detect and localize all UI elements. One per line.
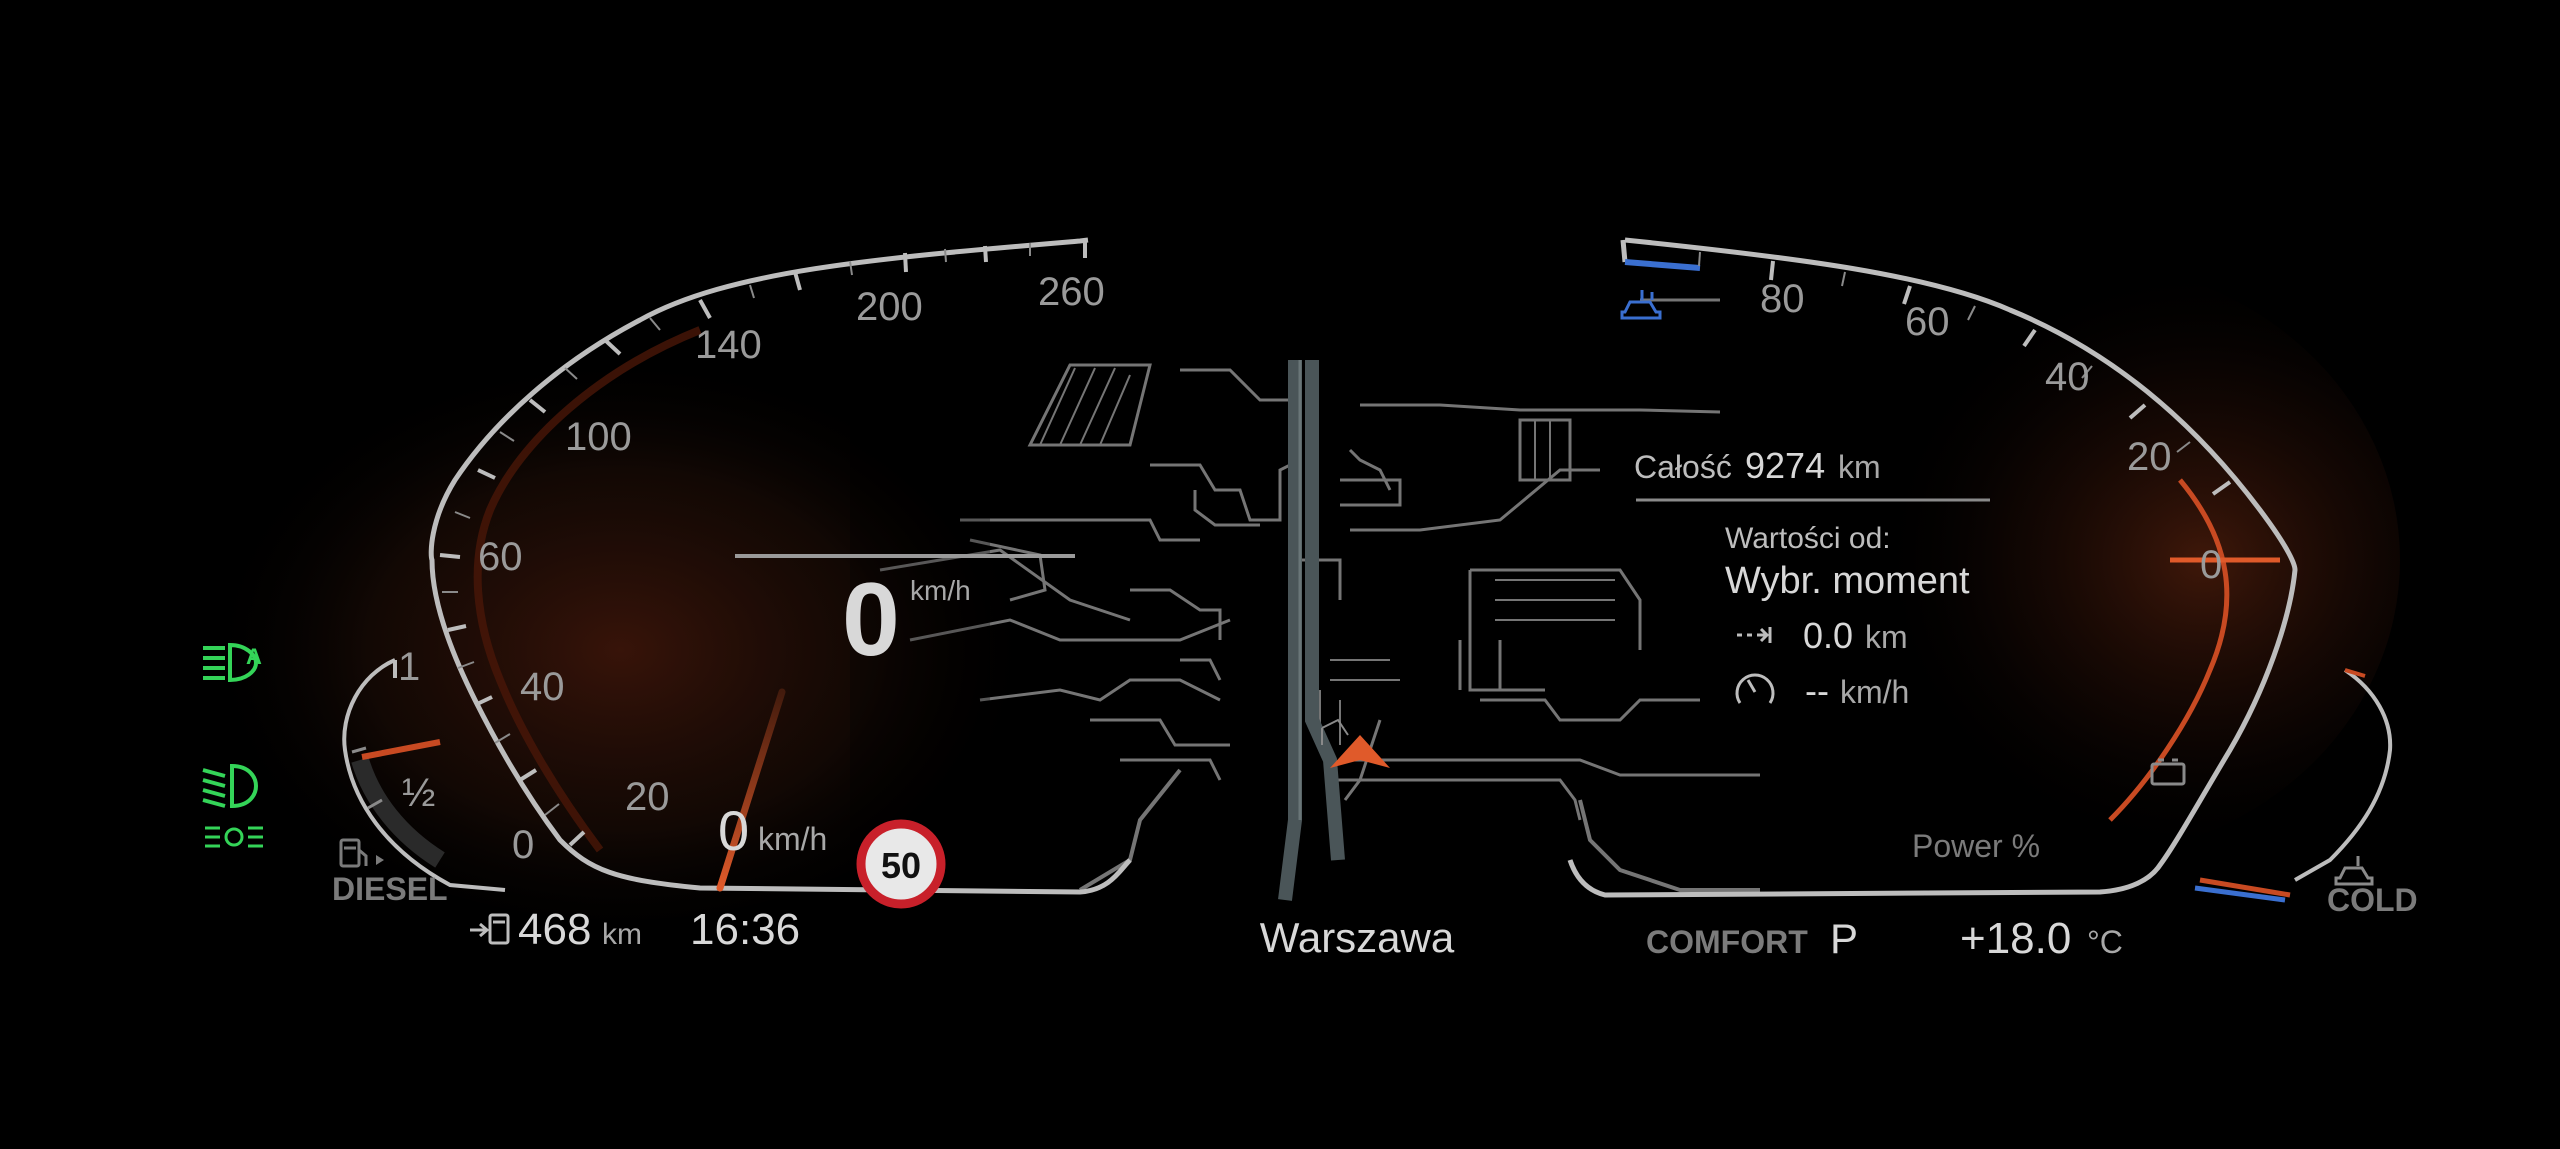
trip-distance-value: 0.0 (1803, 615, 1853, 656)
speed-tick-40: 40 (520, 665, 565, 709)
needle-speed-unit: km/h (758, 821, 827, 857)
power-glow (1740, 260, 2400, 860)
power-gauge-minor-ticks (1698, 251, 2191, 453)
trip-computer-panel: Całość 9274 km Wartości od: Wybr. moment… (1634, 445, 1990, 711)
fuel-gauge (342, 658, 506, 892)
power-gauge-ticks (1769, 260, 2280, 563)
navigation-city: Warszawa (1260, 914, 1455, 961)
fuel-tick-empty: 0 (512, 823, 534, 867)
speed-tick-200: 200 (856, 285, 923, 329)
speedometer-ticks-minor (442, 243, 1031, 816)
drive-mode: COMFORT (1646, 924, 1808, 960)
range-value: 468 (518, 905, 591, 954)
speed-limit-value: 50 (881, 845, 921, 886)
coolant-gauge (2194, 668, 2393, 903)
fuel-tick-half: ½ (402, 771, 435, 815)
speed-tick-260: 260 (1038, 270, 1105, 314)
map-road (1340, 758, 1760, 777)
cruise-range-bar (1624, 259, 1701, 271)
speed-tick-100: 100 (565, 415, 632, 459)
map-road (1150, 458, 1301, 522)
fuel-pump-icon (339, 838, 368, 868)
power-tick-20: 20 (2127, 435, 2172, 479)
digital-speed-unit: km/h (910, 575, 971, 606)
trip-average-speed-icon (1735, 673, 1775, 704)
trip-total-label: Całość (1634, 449, 1732, 485)
speed-limit-sign: 50 (856, 819, 946, 909)
trip-distance-unit: km (1865, 619, 1908, 655)
coolant-label: COLD (2327, 882, 2418, 918)
trip-average-speed-unit: km/h (1840, 674, 1909, 710)
power-gauge-frame (1567, 237, 2298, 898)
trip-average-speed-value: -- (1805, 670, 1829, 711)
map-building (1518, 418, 1572, 482)
trip-distance-icon (1737, 627, 1772, 643)
speedometer-glow (200, 320, 1040, 920)
outside-temperature: +18.0 (1960, 914, 2071, 963)
power-tick-60: 60 (1905, 300, 1950, 344)
map-turn-marker-icon (1321, 718, 1349, 745)
power-arc (2108, 478, 2230, 822)
coolant-temp-icon (2334, 856, 2374, 886)
navigation-main-road (1278, 360, 1345, 901)
parking-light-icon (205, 826, 263, 848)
speed-tick-60: 60 (478, 535, 523, 579)
outside-temperature-unit: °C (2087, 924, 2123, 960)
speedometer-needle (716, 688, 786, 892)
trip-total-value: 9274 (1745, 445, 1825, 486)
fuel-type-label: DIESEL (332, 871, 448, 907)
speed-tick-20: 20 (625, 775, 670, 819)
power-tick-0: 0 (2200, 543, 2222, 587)
cruise-vehicle-icon (1620, 290, 1662, 320)
power-tick-80: 80 (1760, 277, 1805, 321)
auto-headlight-icon (203, 642, 259, 683)
map-road (1360, 403, 1721, 414)
low-beam-icon (202, 763, 259, 809)
needle-speed: 0 (718, 799, 749, 862)
map-building (1027, 363, 1152, 447)
vehicle-position-arrow-icon (1330, 735, 1390, 768)
navigation-map[interactable] (879, 298, 1760, 892)
range-icon (470, 913, 510, 945)
fuel-door-side-icon (376, 855, 384, 865)
map-road (1180, 368, 1300, 402)
fuel-tick-full: 1 (398, 645, 420, 689)
fuel-level-needle (361, 739, 441, 760)
speedometer-frame (428, 237, 1132, 895)
digital-speed: 0 (842, 562, 900, 678)
auto-headlight-letter: A (246, 644, 262, 669)
power-gauge-label: Power % (1912, 828, 2040, 864)
coolant-level-bar (2194, 885, 2286, 903)
trip-since-label: Wartości od: (1725, 522, 1891, 555)
speed-tick-140: 140 (695, 323, 762, 367)
range-unit: km (602, 918, 642, 951)
battery-icon (2150, 758, 2186, 786)
speedometer-ticks (439, 245, 988, 847)
clock: 16:36 (690, 905, 800, 954)
gear-indicator: P (1830, 915, 1858, 962)
trip-total-unit: km (1838, 449, 1881, 485)
map-road (1468, 570, 1545, 692)
trip-since-value: Wybr. moment (1725, 560, 1970, 602)
power-tick-40: 40 (2045, 355, 2090, 399)
